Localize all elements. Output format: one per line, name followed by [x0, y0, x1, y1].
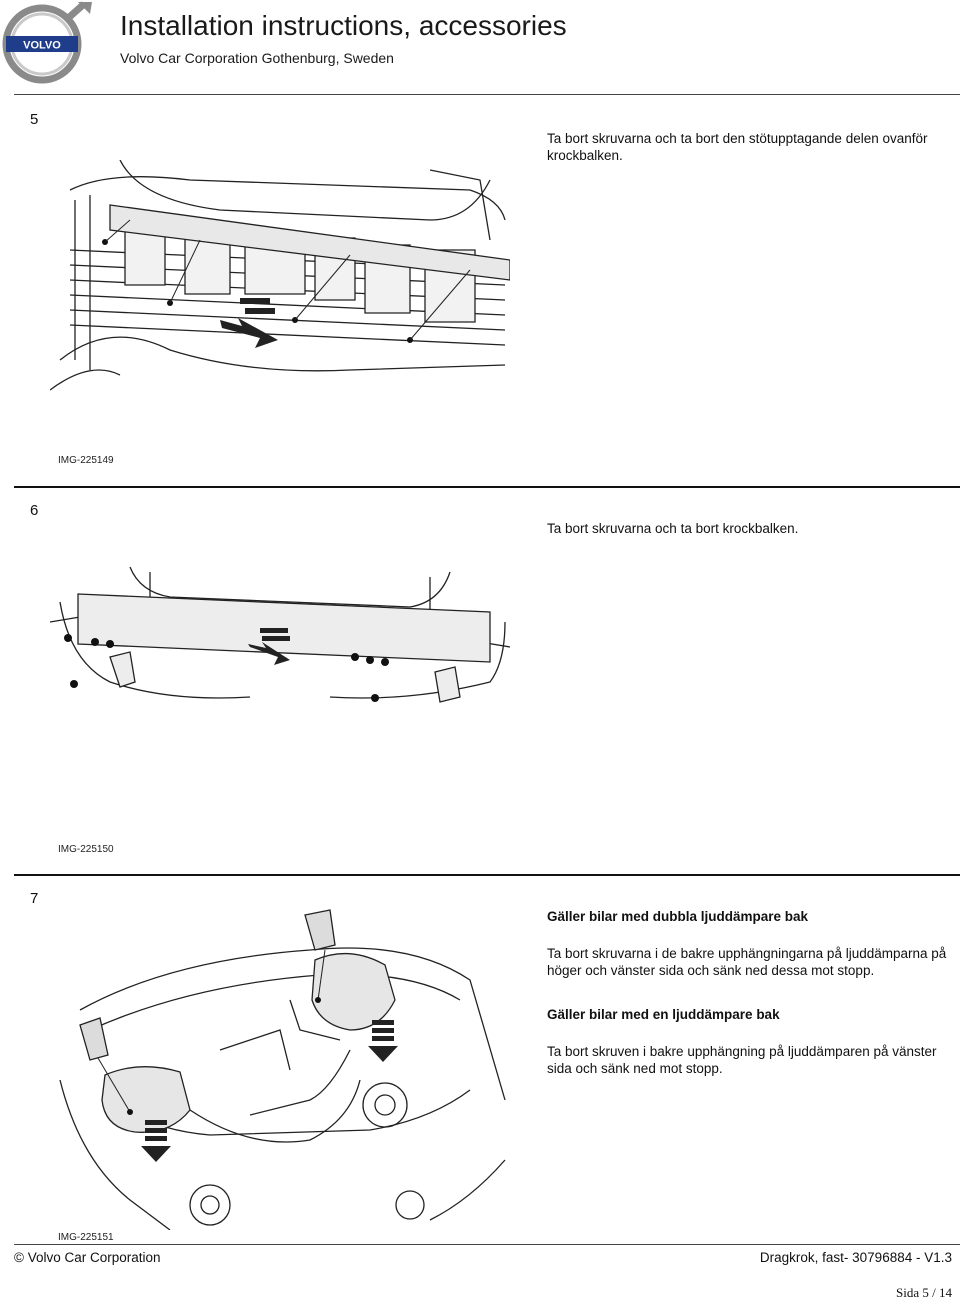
document-subtitle: Volvo Car Corporation Gothenburg, Sweden — [120, 50, 394, 66]
step-instruction: Ta bort skruven i bakre upphängning på l… — [547, 1044, 937, 1076]
step-instruction: Ta bort skruvarna och ta bort krockbalke… — [547, 521, 799, 536]
step-illustration — [50, 562, 510, 710]
svg-text:VOLVO: VOLVO — [23, 40, 61, 52]
volvo-logo: VOLVO — [0, 0, 100, 90]
step-heading: Gäller bilar med en ljuddämpare bak — [547, 1007, 780, 1022]
step-instruction: Ta bort skruvarna och ta bort den stötup… — [547, 131, 928, 163]
step-illustration — [50, 160, 510, 400]
footer-document-id: Dragkrok, fast- 30796884 - V1.3 — [759, 1250, 952, 1265]
document-title: Installation instructions, accessories — [120, 10, 567, 41]
image-reference: IMG-225151 — [58, 1232, 114, 1243]
page-number: Sida 5 / 14 — [896, 1285, 952, 1300]
image-reference: IMG-225150 — [58, 844, 114, 855]
image-reference: IMG-225149 — [58, 455, 114, 466]
step-illustration — [50, 900, 510, 1230]
step-number: 5 — [30, 111, 39, 128]
step-number: 7 — [30, 890, 39, 907]
footer-copyright: © Volvo Car Corporation — [14, 1250, 161, 1265]
step-divider — [14, 486, 960, 488]
footer-divider — [14, 1244, 960, 1245]
step-number: 6 — [30, 502, 39, 519]
header-divider — [14, 94, 960, 95]
step-heading: Gäller bilar med dubbla ljuddämpare bak — [547, 909, 809, 924]
step-instruction: Ta bort skruvarna i de bakre upphängning… — [547, 946, 947, 978]
step-divider — [14, 874, 960, 876]
